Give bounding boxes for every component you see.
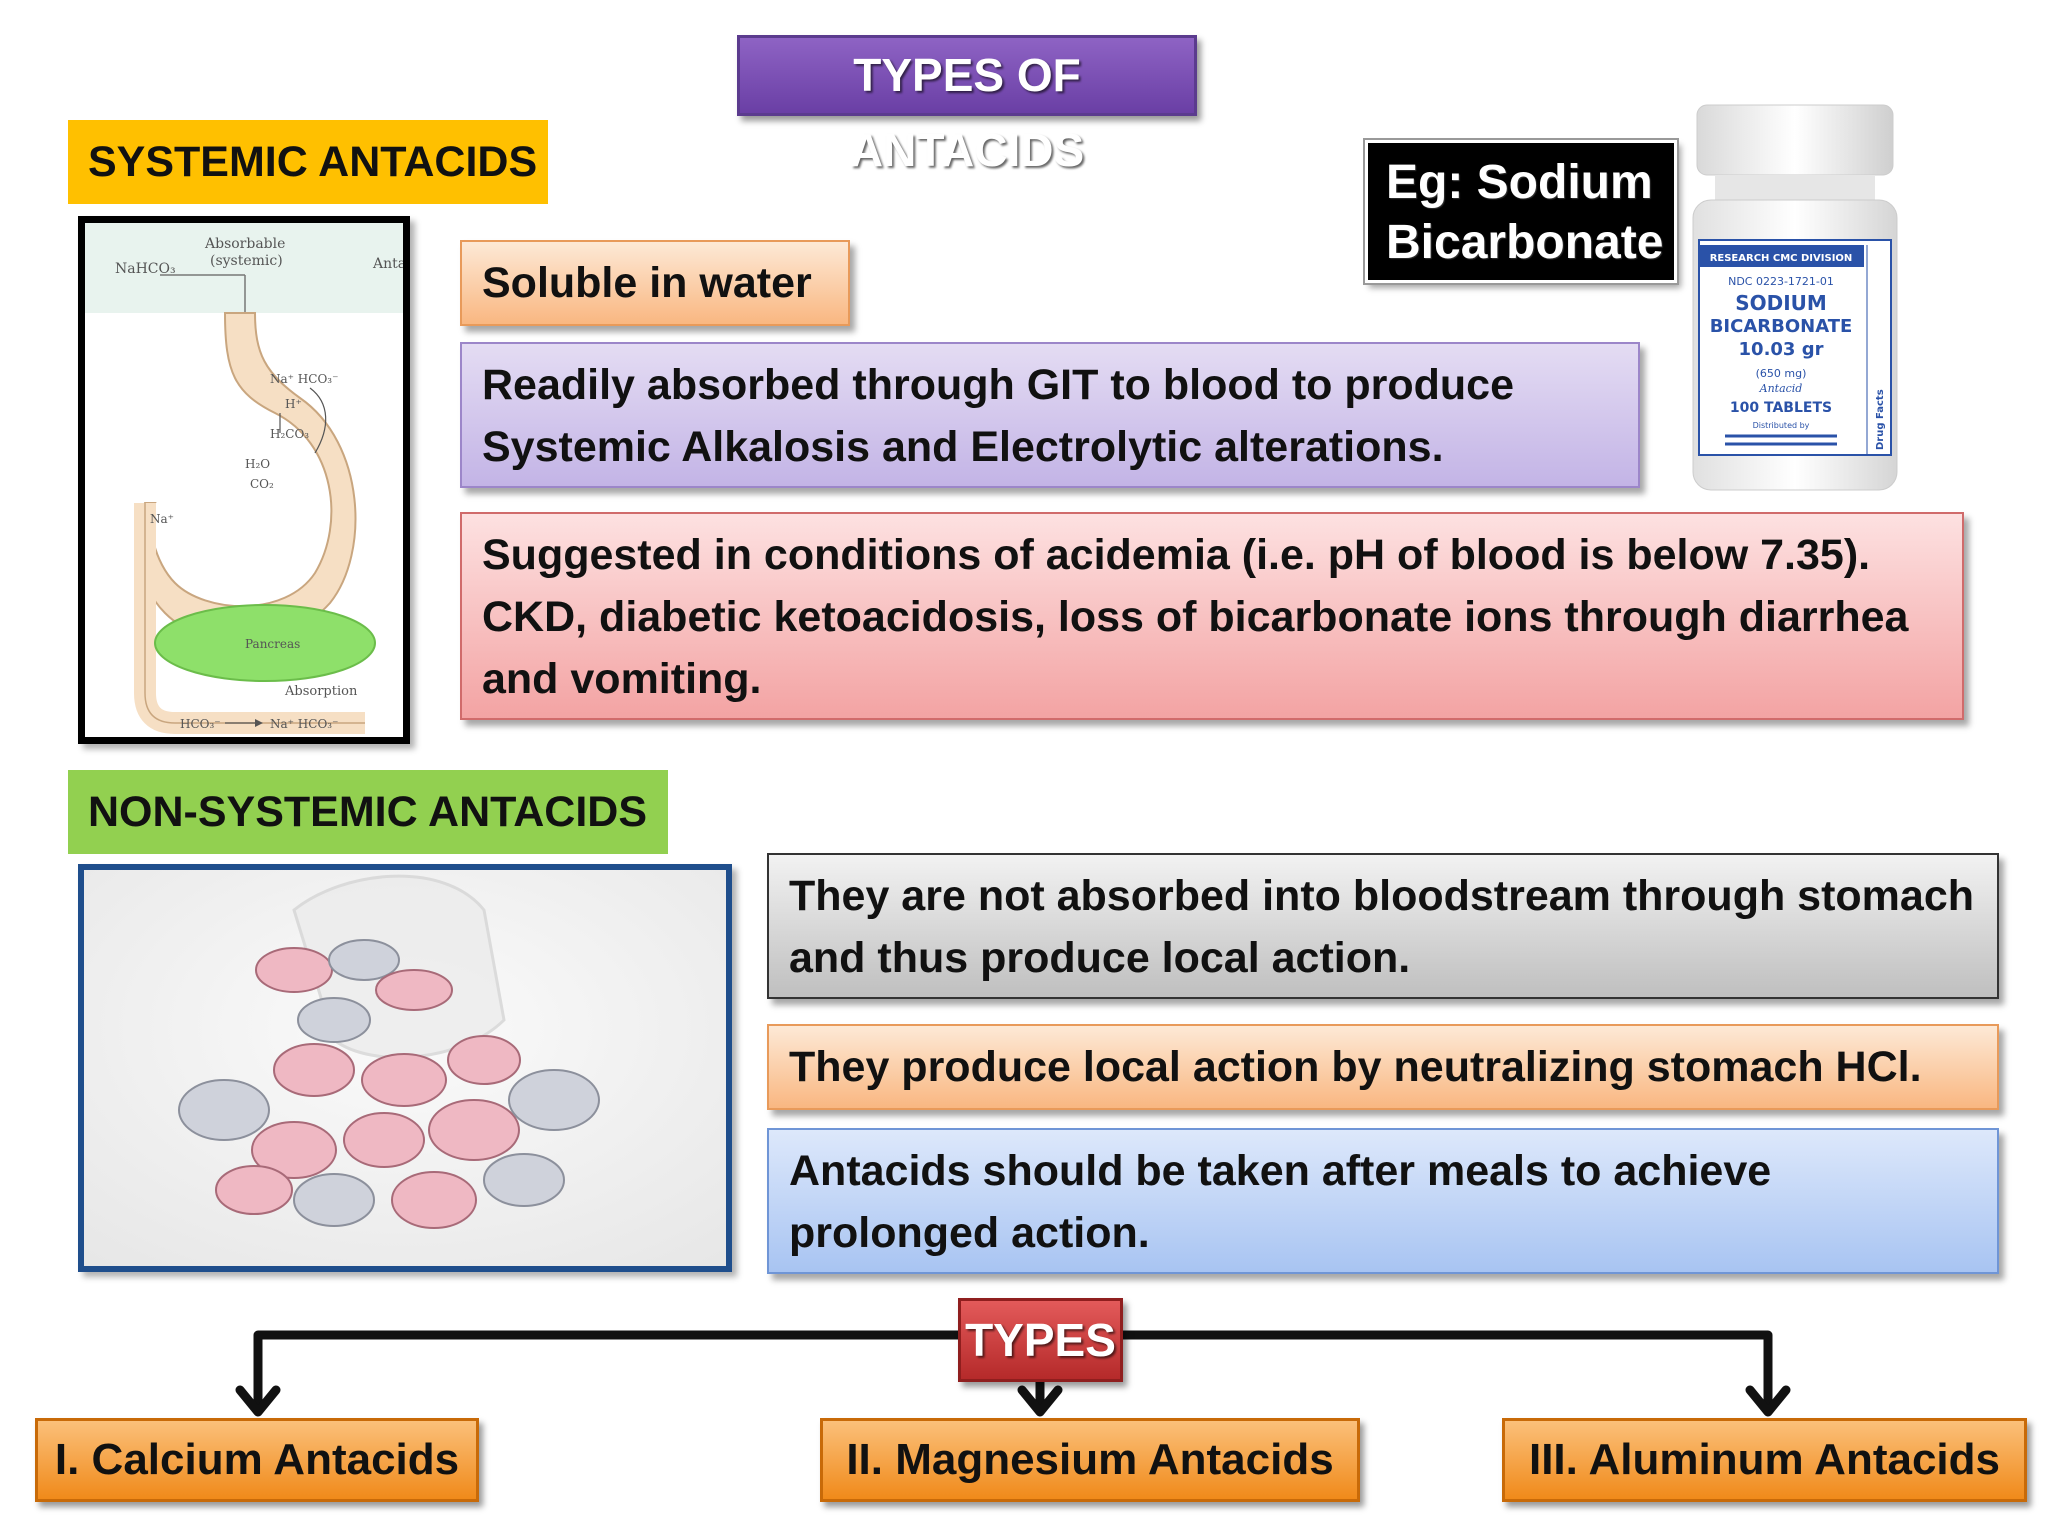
- bottle-brand: RESEARCH CMC DIVISION: [1710, 253, 1853, 264]
- label-co2: CO₂: [250, 477, 274, 491]
- sodium-bicarbonate-bottle-image: RESEARCH CMC DIVISION NDC 0223-1721-01 S…: [1685, 100, 1905, 495]
- bottle-side-label: Drug Facts: [1875, 389, 1886, 450]
- bottle-name-2: BICARBONATE: [1710, 316, 1853, 337]
- systemic-point-soluble: Soluble in water: [460, 240, 850, 326]
- label-na-hco3: Na⁺ HCO₃⁻: [270, 372, 338, 386]
- label-systemic: (systemic): [210, 253, 283, 269]
- bottle-type: Antacid: [1759, 382, 1803, 395]
- example-sodium-bicarbonate: Eg: Sodium Bicarbonate: [1363, 138, 1679, 285]
- page-title: TYPES OF ANTACIDS: [737, 35, 1197, 176]
- label-na-plus: Na⁺: [150, 512, 174, 526]
- bottle-mg: (650 mg): [1756, 367, 1807, 380]
- systemic-point-absorbed: Readily absorbed through GIT to blood to…: [460, 342, 1640, 488]
- example-line-1: Eg: Sodium: [1386, 156, 1653, 209]
- systemic-antacids-label: SYSTEMIC ANTACIDS: [68, 120, 548, 204]
- bottle-ndc: NDC 0223-1721-01: [1728, 275, 1834, 288]
- types-label: TYPES: [958, 1298, 1123, 1382]
- non-systemic-point-local-action: They produce local action by neutralizin…: [767, 1024, 1999, 1110]
- type-aluminum-antacids: III. Aluminum Antacids: [1502, 1418, 2027, 1502]
- bottle-name-1: SODIUM: [1735, 291, 1827, 315]
- label-h-plus: H⁺: [285, 397, 302, 411]
- type-magnesium-antacids: II. Magnesium Antacids: [820, 1418, 1360, 1502]
- types-connector-arrows: [235, 1330, 1791, 1417]
- non-systemic-point-not-absorbed: They are not absorbed into bloodstream t…: [767, 853, 1999, 999]
- label-na-hco3-bottom: Na⁺ HCO₃⁻: [270, 717, 338, 731]
- systemic-point-suggested: Suggested in conditions of acidemia (i.e…: [460, 512, 1964, 720]
- non-systemic-point-after-meals: Antacids should be taken after meals to …: [767, 1128, 1999, 1274]
- bottle-weight: 10.03 gr: [1739, 339, 1824, 360]
- label-nahco3: NaHCO₃: [115, 261, 176, 277]
- non-systemic-antacids-label: NON-SYSTEMIC ANTACIDS: [68, 770, 668, 854]
- label-hco3-bottom: HCO₃⁻: [180, 717, 221, 731]
- label-absorption: Absorption: [284, 684, 358, 699]
- label-pancreas: Pancreas: [245, 637, 300, 651]
- example-line-2: Bicarbonate: [1386, 216, 1664, 269]
- label-anta: Anta: [372, 256, 403, 272]
- bottle-count: 100 TABLETS: [1730, 400, 1832, 416]
- type-calcium-antacids: I. Calcium Antacids: [35, 1418, 479, 1502]
- label-absorbable: Absorbable: [204, 236, 285, 252]
- antacid-tablets-image: [78, 864, 732, 1272]
- stomach-diagram: NaHCO₃ Absorbable (systemic) Anta Pancre…: [78, 216, 410, 744]
- label-h2o: H₂O: [245, 457, 270, 471]
- label-h2co3: H₂CO₃: [270, 427, 309, 441]
- bottle-distributed: Distributed by: [1753, 421, 1810, 430]
